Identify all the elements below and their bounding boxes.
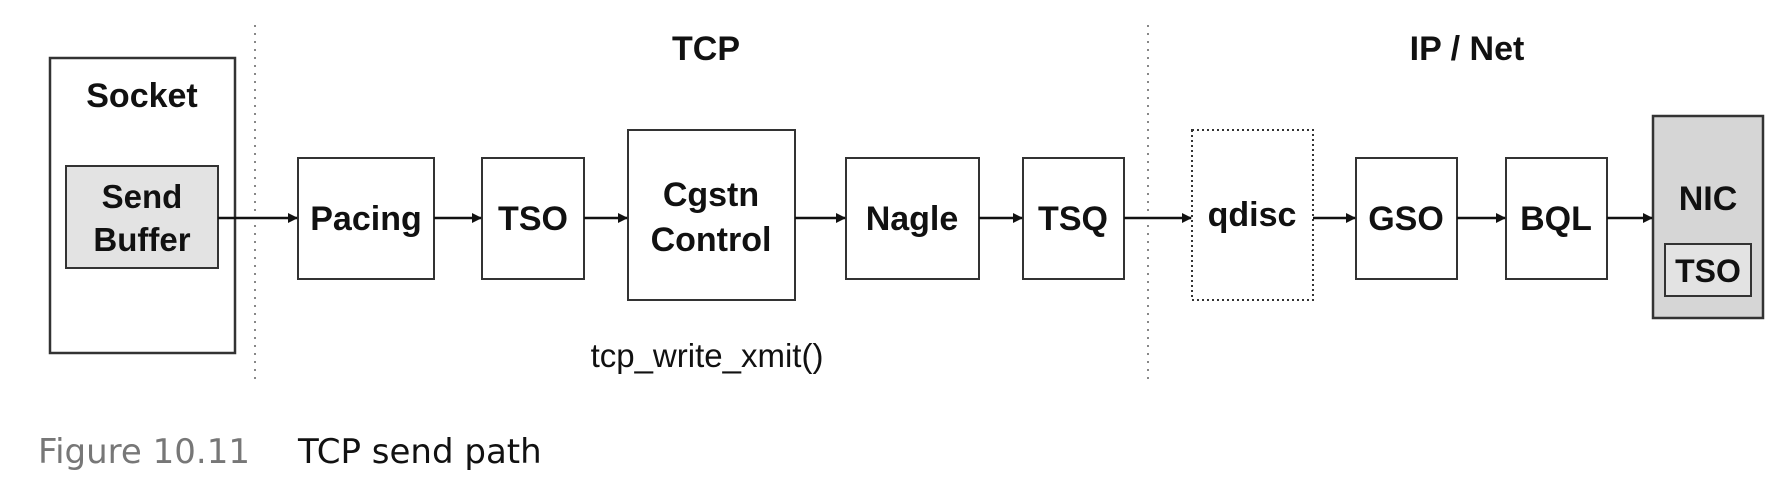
nic-box: NIC TSO bbox=[1651, 114, 1765, 320]
tsq-label: TSQ bbox=[1038, 200, 1108, 238]
bql-box: BQL bbox=[1505, 157, 1608, 280]
tso-label: TSO bbox=[498, 200, 568, 238]
congestion-control-label-line2: Control bbox=[651, 221, 772, 259]
nagle-box: Nagle bbox=[845, 157, 980, 280]
send-buffer-box: Send Buffer bbox=[65, 165, 219, 269]
send-buffer-label-line1: Send bbox=[102, 178, 183, 215]
nagle-label: Nagle bbox=[866, 200, 959, 238]
tcp-write-xmit-label: tcp_write_xmit() bbox=[591, 337, 824, 374]
send-buffer-label-line2: Buffer bbox=[93, 221, 190, 258]
qdisc-box: qdisc bbox=[1191, 129, 1314, 301]
socket-box: Socket Send Buffer bbox=[48, 56, 237, 355]
socket-title: Socket bbox=[86, 77, 198, 115]
pacing-box: Pacing bbox=[297, 157, 435, 280]
tsq-box: TSQ bbox=[1022, 157, 1125, 280]
pacing-label: Pacing bbox=[310, 200, 421, 238]
figure-number: Figure 10.11 bbox=[38, 432, 250, 472]
gso-box: GSO bbox=[1355, 157, 1458, 280]
figure-caption: Figure 10.11 TCP send path bbox=[38, 430, 542, 472]
nic-tso-box: TSO bbox=[1664, 243, 1752, 297]
congestion-control-box: Cgstn Control bbox=[627, 129, 796, 301]
qdisc-label: qdisc bbox=[1208, 196, 1297, 234]
ip-net-section-heading: IP / Net bbox=[1410, 30, 1525, 68]
gso-label: GSO bbox=[1368, 200, 1444, 238]
tcp-section-heading: TCP bbox=[672, 30, 740, 68]
congestion-control-label-line1: Cgstn bbox=[663, 176, 759, 214]
nic-tso-label: TSO bbox=[1675, 253, 1741, 289]
nic-label: NIC bbox=[1679, 180, 1738, 218]
figure-title: TCP send path bbox=[297, 432, 542, 472]
tso-box: TSO bbox=[481, 157, 585, 280]
tcp-send-path-diagram: TCP IP / Net Socket Send Buffer Pacing T… bbox=[48, 25, 1765, 385]
bql-label: BQL bbox=[1520, 200, 1592, 238]
